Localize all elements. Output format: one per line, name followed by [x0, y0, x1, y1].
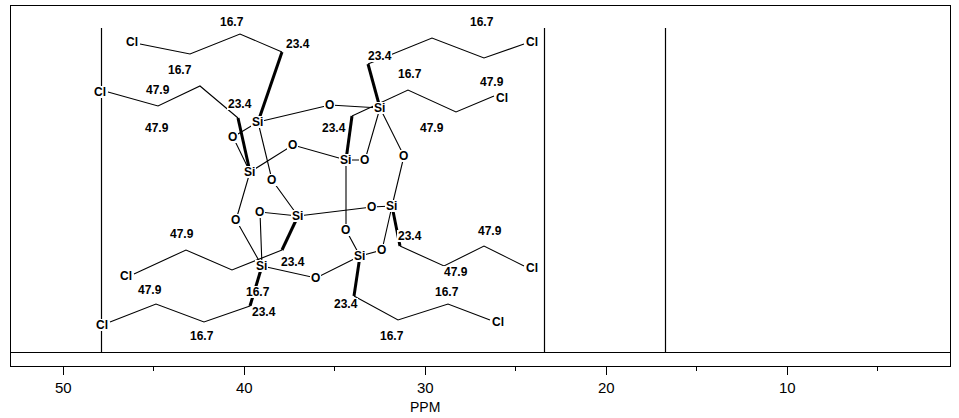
wedge-bond [238, 118, 250, 172]
major-tick [425, 366, 426, 375]
shift-label: 16.7 [189, 330, 214, 342]
shift-label: 16.7 [397, 68, 422, 80]
propyl-chain [368, 38, 524, 64]
axis-tick-label: 30 [416, 380, 435, 395]
atom-label: Cl [491, 316, 505, 328]
axis-title: PPM [409, 400, 441, 414]
major-tick [606, 366, 607, 375]
shift-label: 47.9 [169, 228, 194, 240]
propyl-chain [134, 250, 282, 274]
shift-label: 47.9 [443, 266, 468, 278]
shift-label: 47.9 [144, 122, 169, 134]
shift-label: 16.7 [219, 16, 244, 28]
atom-label: O [340, 224, 351, 236]
si-o-bond [360, 206, 392, 256]
propyl-chain [352, 90, 494, 116]
atom-label: Cl [495, 92, 509, 104]
atom-label: Si [251, 116, 264, 128]
propyl-chain [400, 246, 524, 266]
atom-label: Cl [93, 86, 107, 98]
propyl-chain [108, 86, 238, 118]
wedge-bond [258, 52, 282, 122]
si-o-bond [258, 105, 380, 122]
shift-label: 16.7 [434, 286, 459, 298]
cage-bonds [233, 105, 404, 278]
axis-tick-label: 20 [597, 380, 616, 395]
shift-label: 23.4 [227, 98, 252, 110]
shift-label: 16.7 [379, 330, 404, 342]
chloropropyl-chains [108, 34, 524, 322]
atom-label: Cl [119, 270, 133, 282]
atom-label: Cl [125, 36, 139, 48]
axis-tick-label: 40 [235, 380, 254, 395]
propyl-chain [354, 296, 490, 320]
atom-label: O [227, 131, 238, 143]
wedge-bond [354, 256, 360, 296]
atom-label: Si [255, 260, 268, 272]
shift-label: 47.9 [145, 84, 170, 96]
propyl-chain [140, 34, 282, 54]
atom-label: Si [291, 210, 304, 222]
minor-tick [515, 366, 516, 371]
atom-label: O [359, 154, 370, 166]
minor-tick [696, 366, 697, 371]
shift-label: 23.4 [251, 306, 276, 318]
atom-label: O [230, 214, 241, 226]
atom-label: Si [373, 102, 386, 114]
shift-label: 23.4 [333, 298, 358, 310]
major-tick [244, 366, 245, 375]
shift-label: 16.7 [245, 286, 270, 298]
baseline [10, 352, 950, 353]
peaks [102, 28, 666, 352]
shift-label: 23.4 [280, 256, 305, 268]
atom-label: Si [353, 250, 366, 262]
minor-tick [334, 366, 335, 371]
atom-label: O [366, 201, 377, 213]
minor-tick [153, 366, 154, 371]
atom-label: Si [243, 166, 256, 178]
major-tick [787, 366, 788, 375]
axis-tick-label: 50 [54, 380, 73, 395]
shift-label: 47.9 [419, 122, 444, 134]
atom-label: Cl [525, 36, 539, 48]
atom-label: O [398, 150, 409, 162]
shift-label: 23.4 [397, 230, 422, 242]
atom-label: Cl [95, 319, 109, 331]
major-tick [63, 366, 64, 375]
peak-line [101, 28, 102, 352]
atom-label: O [310, 272, 321, 284]
atom-label: Cl [525, 262, 539, 274]
shift-label: 47.9 [477, 225, 502, 237]
peak-line [665, 28, 666, 352]
shift-label: 23.4 [367, 50, 392, 62]
atom-label: Si [385, 200, 398, 212]
shift-label: 16.7 [167, 64, 192, 76]
shift-label: 23.4 [285, 38, 310, 50]
atom-label: Si [339, 154, 352, 166]
shift-label: 47.9 [479, 76, 504, 88]
atom-label: O [266, 174, 277, 186]
wedge-bonds [238, 52, 400, 306]
si-o-bond [258, 122, 298, 216]
shift-label: 23.4 [321, 122, 346, 134]
si-o-bond [346, 108, 380, 160]
atom-label: O [324, 99, 335, 111]
axis-tick-label: 10 [778, 380, 797, 395]
si-o-bond [346, 160, 360, 256]
shift-label: 16.7 [469, 16, 494, 28]
si-o-bond [298, 206, 392, 216]
plot-border [11, 6, 951, 367]
atom-label: O [376, 244, 387, 256]
atom-label: O [287, 139, 298, 151]
shift-label: 47.9 [137, 284, 162, 296]
plot-frame [10, 6, 951, 367]
peak-line [544, 28, 545, 352]
axis-ticks [64, 366, 878, 375]
propyl-chain [110, 304, 250, 322]
minor-tick [877, 366, 878, 371]
atom-label: O [254, 206, 265, 218]
